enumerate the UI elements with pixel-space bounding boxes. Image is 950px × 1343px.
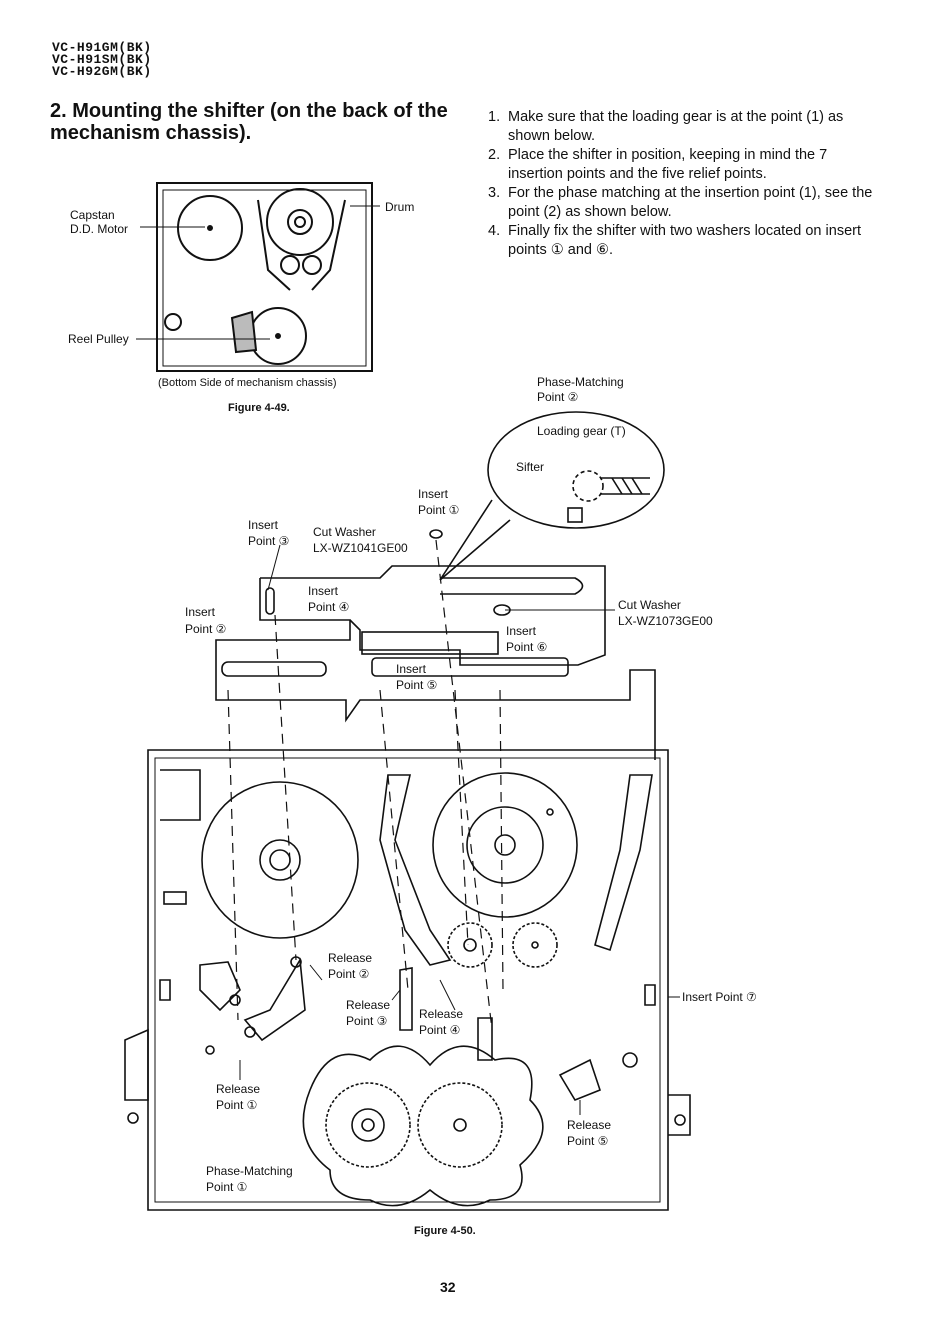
label-insert-point-7: Insert Point ⑦ <box>682 990 757 1004</box>
label-release-point-5: Release <box>567 1118 612 1132</box>
label-release-point-4b: Point ④ <box>419 1023 461 1037</box>
page-number: 32 <box>440 1279 456 1295</box>
label-release-point-2: Release <box>328 951 373 965</box>
figure-49-subcaption: (Bottom Side of mechanism chassis) <box>158 377 337 389</box>
supply-reel <box>201 781 359 939</box>
label-insert-point-6b: Point ⑥ <box>506 640 548 654</box>
label-sifter: Sifter <box>516 460 545 474</box>
step-text: For the phase matching at the insertion … <box>508 185 873 220</box>
step-item: 2. Place the shifter in position, keeping… <box>488 146 878 184</box>
figure-50-caption: Figure 4-50. <box>414 1225 476 1237</box>
figure-49-caption: Figure 4-49. <box>228 402 290 414</box>
label-insert-point-2b: Point ② <box>185 622 227 636</box>
left-arm <box>379 774 452 966</box>
step-number: 3. <box>488 185 501 201</box>
label-capstan: Capstan <box>70 208 115 222</box>
label-cut-washer-1: Cut Washer <box>313 525 376 539</box>
label-phase-matching-point-1: Phase-Matching <box>206 1164 293 1178</box>
step-number: 2. <box>488 147 501 163</box>
model-number: VC-H92GM(BK) <box>52 64 152 79</box>
model-numbers: VC-H91GM(BK) VC-H91SM(BK) VC-H92GM(BK) <box>52 40 152 79</box>
label-release-point-4: Release <box>419 1007 464 1021</box>
capstan-motor <box>177 195 243 261</box>
label-insert-point-3: Insert <box>248 518 279 532</box>
label-cut-washer-1-part: LX-WZ1041GE00 <box>313 541 408 555</box>
instruction-steps: 1. Make sure that the loading gear is at … <box>488 108 878 260</box>
label-loading-gear: Loading gear (T) <box>537 424 626 438</box>
label-release-point-3: Release <box>346 998 391 1012</box>
step-text: Make sure that the loading gear is at th… <box>508 109 844 144</box>
label-reel-pulley: Reel Pulley <box>68 332 129 346</box>
step-item: 4. Finally fix the shifter with two washe… <box>488 222 878 260</box>
cam-gear-outline <box>302 1045 544 1207</box>
label-insert-point-2: Insert <box>185 605 216 619</box>
right-arm <box>594 774 653 952</box>
label-insert-point-3b: Point ③ <box>248 534 290 548</box>
label-phase-matching-point-2b: Point ② <box>537 390 579 404</box>
chassis-outline <box>156 182 373 372</box>
take-up-reel <box>432 772 578 918</box>
label-release-point-3b: Point ③ <box>346 1014 388 1028</box>
label-insert-point-1b: Point ① <box>418 503 460 517</box>
label-insert-point-5: Insert <box>396 662 427 676</box>
label-release-point-5b: Point ⑤ <box>567 1134 609 1148</box>
shifter-plate <box>215 565 656 760</box>
label-dd-motor: D.D. Motor <box>70 222 129 236</box>
label-insert-point-4: Insert <box>308 584 339 598</box>
label-release-point-2b: Point ② <box>328 967 370 981</box>
callout-bubble <box>487 411 665 529</box>
label-release-point-1: Release <box>216 1082 261 1096</box>
label-phase-matching-point-2: Phase-Matching <box>537 375 624 389</box>
step-text: Finally fix the shifter with two washers… <box>508 223 861 258</box>
model-number: VC-H91SM(BK) <box>52 52 152 67</box>
label-insert-point-1: Insert <box>418 487 449 501</box>
label-insert-point-4b: Point ④ <box>308 600 350 614</box>
label-release-point-1b: Point ① <box>216 1098 258 1112</box>
label-insert-point-5b: Point ⑤ <box>396 678 438 692</box>
label-insert-point-6: Insert <box>506 624 537 638</box>
label-drum: Drum <box>385 200 415 214</box>
section-heading: 2. Mounting the shifter (on the back of … <box>50 100 448 144</box>
step-number: 4. <box>488 223 501 239</box>
label-cut-washer-2-part: LX-WZ1073GE00 <box>618 614 713 628</box>
step-text: Place the shifter in position, keeping i… <box>508 147 828 182</box>
label-cut-washer-2: Cut Washer <box>618 598 681 612</box>
step-number: 1. <box>488 109 501 125</box>
step-item: 3. For the phase matching at the insertio… <box>488 184 878 222</box>
step-item: 1. Make sure that the loading gear is at … <box>488 108 878 146</box>
label-phase-matching-point-1b: Point ① <box>206 1180 248 1194</box>
model-number: VC-H91GM(BK) <box>52 40 152 55</box>
drum <box>266 188 334 256</box>
